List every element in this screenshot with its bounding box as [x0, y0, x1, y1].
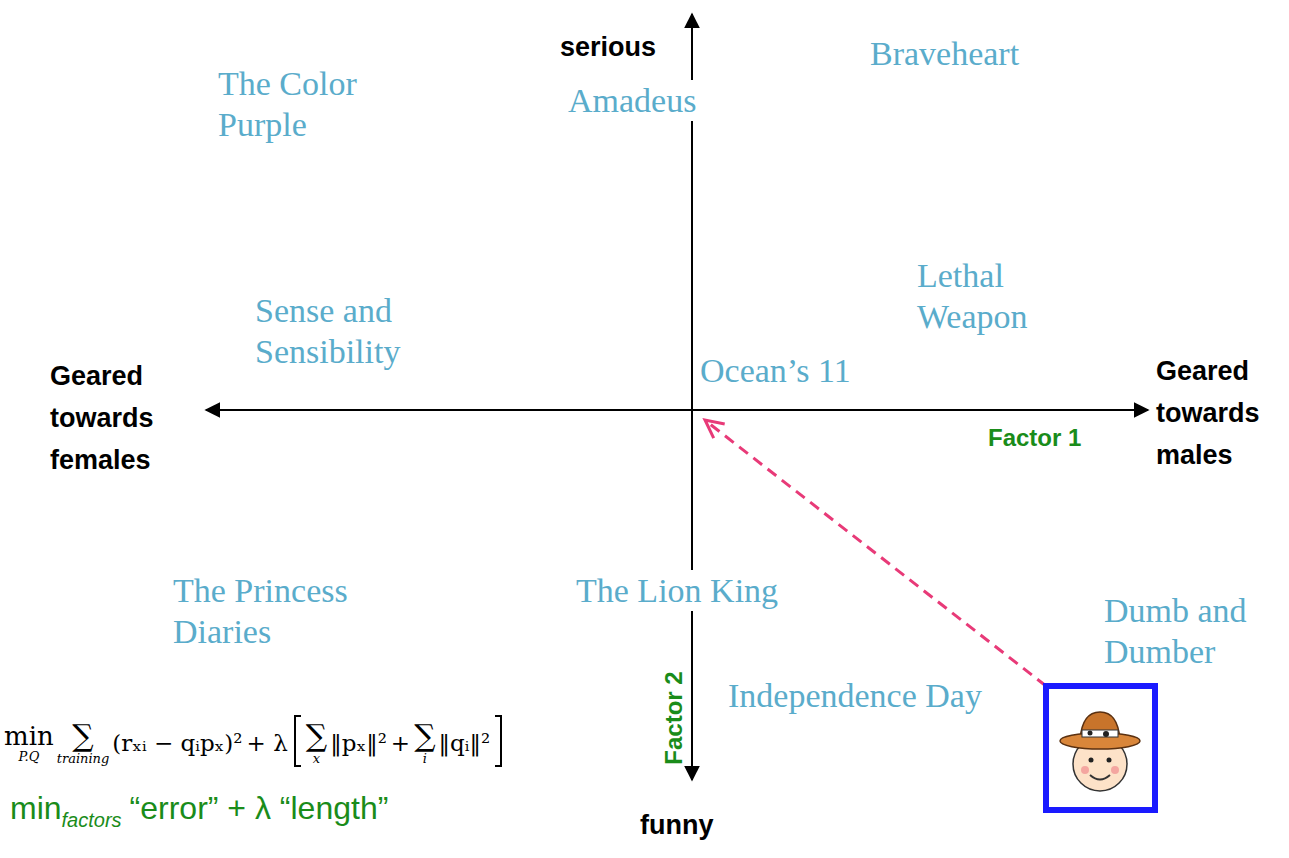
- formula-symbol: ∑: [72, 720, 93, 752]
- formula-item: ∑training: [57, 720, 110, 766]
- summary-text: min: [10, 790, 62, 827]
- movie-title: Amadeus: [565, 80, 699, 121]
- user-icon: [1046, 686, 1155, 810]
- formula-term: +: [391, 730, 410, 756]
- axis-label: Geared towards females: [50, 355, 190, 481]
- formula-item: minP.Q: [4, 722, 54, 764]
- formula-item: [292, 714, 302, 772]
- formula-term: (rₓᵢ − qᵢpₓ)²: [112, 730, 242, 756]
- movie-title: The Lion King: [573, 570, 781, 611]
- formula-item: [494, 714, 504, 772]
- bracket: [292, 714, 302, 768]
- formula-subscript: x: [313, 752, 320, 766]
- movie-title: The Color Purple: [218, 63, 418, 145]
- formula-term: ‖pₓ‖²: [330, 730, 387, 756]
- formula-subscript: P.Q: [18, 750, 39, 764]
- user-vector: [705, 420, 1046, 686]
- formula-symbol: ∑: [414, 720, 435, 752]
- movie-title: Independence Day: [728, 675, 988, 716]
- factor2-axis: [691, 14, 693, 780]
- formula-item: ∑x: [306, 720, 327, 766]
- movie-title: Sense and Sensibility: [255, 290, 470, 372]
- objective-formula: minP.Q∑training(rₓᵢ − qᵢpₓ)²+ λ∑x‖pₓ‖²+∑…: [4, 714, 508, 772]
- factor-label: Factor 1: [988, 424, 1081, 452]
- formula-symbol: min: [4, 722, 54, 750]
- bracket: [494, 714, 504, 768]
- summary-text: “error” + λ “length”: [130, 790, 389, 827]
- movie-title: Lethal Weapon: [917, 255, 1077, 337]
- axis-label: Geared towards males: [1156, 350, 1284, 476]
- factor1-axis: [206, 409, 1148, 411]
- formula-subscript: training: [57, 752, 110, 766]
- formula-symbol: ∑: [306, 720, 327, 752]
- movie-title: Braveheart: [870, 33, 1019, 74]
- axis-label: funny: [640, 804, 714, 846]
- formula-term: ‖qᵢ‖²: [439, 730, 491, 756]
- formula-term: + λ: [247, 730, 288, 756]
- movie-title: Ocean’s 11: [700, 350, 851, 391]
- axis-label: serious: [560, 26, 656, 68]
- factor-label: Factor 2: [660, 671, 688, 764]
- formula-item: ∑i: [414, 720, 435, 766]
- formula-subscript: i: [423, 752, 427, 766]
- summary-text: factors: [62, 809, 122, 832]
- movie-title: Dumb and Dumber: [1104, 590, 1284, 672]
- objective-summary: minfactors“error” + λ “length”: [10, 790, 388, 827]
- movie-title: The Princess Diaries: [173, 570, 413, 652]
